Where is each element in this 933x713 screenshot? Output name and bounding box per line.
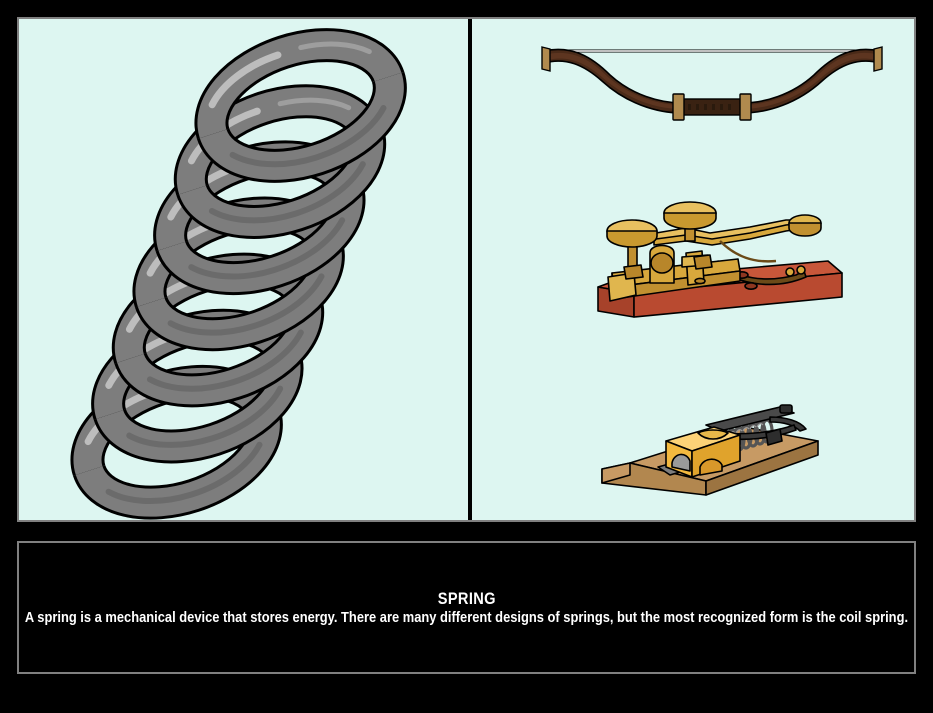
panel-divider xyxy=(468,19,472,520)
coil-spring-illustration xyxy=(19,19,468,520)
mousetrap-illustration xyxy=(601,404,819,496)
caption-body: A spring is a mechanical device that sto… xyxy=(24,608,909,626)
caption-title: SPRING xyxy=(437,588,496,608)
illustration-panel xyxy=(17,17,916,522)
telegraph-key-illustration xyxy=(597,201,843,318)
cell-right-spring-devices xyxy=(472,19,914,520)
cell-left-coil-spring xyxy=(19,19,468,520)
caption-box: SPRING A spring is a mechanical device t… xyxy=(17,541,916,674)
recurve-bow-illustration xyxy=(541,46,883,121)
